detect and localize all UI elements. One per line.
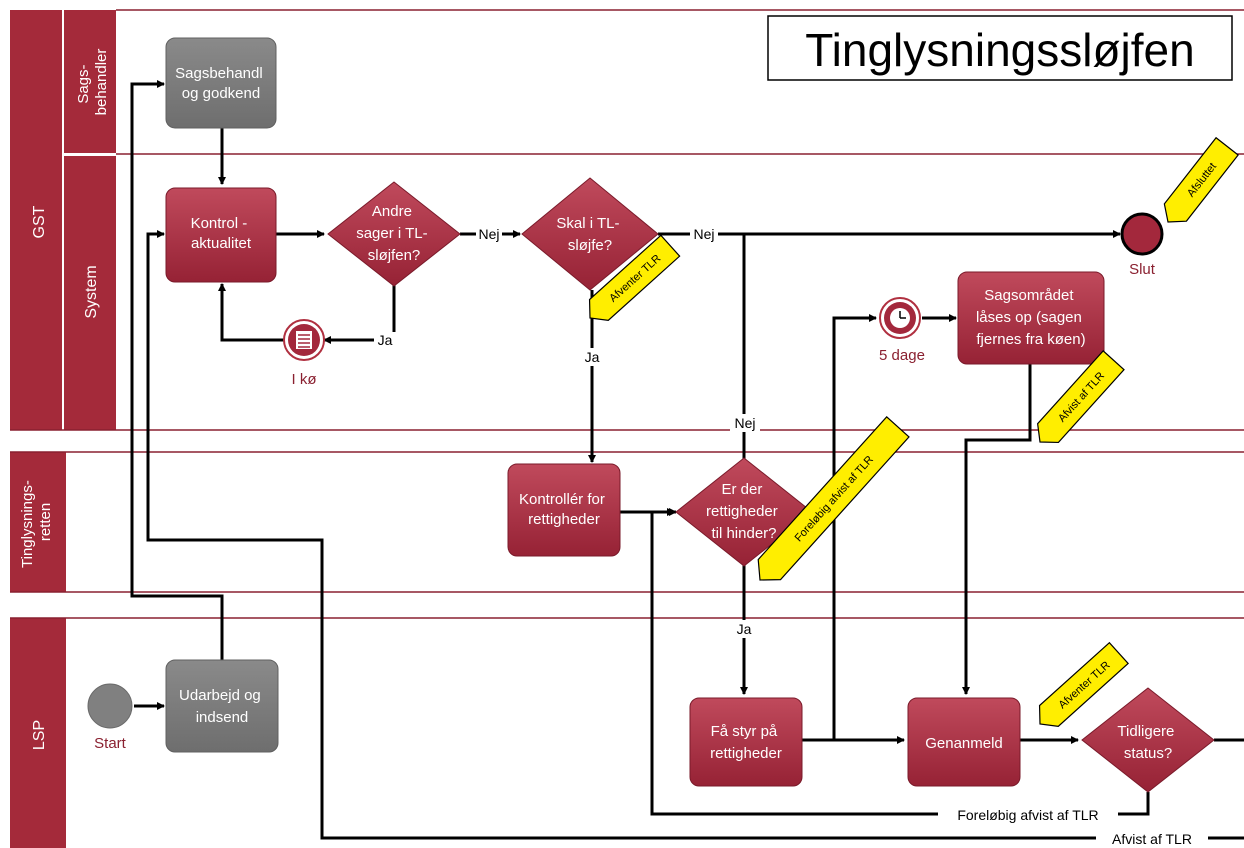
node-sagsbehandl-line2: og godkend	[182, 85, 260, 102]
node-genanmeld: Genanmeld	[907, 697, 1021, 787]
decision-skal-line1: Skal i TL-	[556, 215, 619, 232]
node-udarbejd: Udarbejd og indsend	[165, 659, 279, 753]
svg-text:Kontrol - aktualitet: Kontrol - aktualitet	[191, 215, 252, 252]
edge-label-nej-skal: Nej	[693, 226, 714, 242]
edge-label-nej-andre: Nej	[478, 226, 499, 242]
lane-header-gst	[10, 10, 62, 430]
swimlanes: GST Sags- behandler System Tinglysnings-…	[10, 9, 1244, 848]
node-faa-styr: Få styr på rettigheder	[689, 697, 803, 787]
flag-afvist: Afvist af TLR	[1036, 350, 1125, 444]
decision-er-der-line3: til hinder?	[711, 525, 776, 542]
node-kontroller-line1: Kontrollér for	[519, 491, 605, 508]
node-faa-styr-line2: rettigheder	[710, 745, 782, 762]
decision-er-der-line2: rettigheder	[706, 503, 778, 520]
event-slut-label: Slut	[1129, 261, 1156, 278]
decision-tidligere-line1: Tidligere	[1117, 723, 1174, 740]
edge-label-ja-er-der: Ja	[737, 621, 752, 637]
diagram-title: Tinglysningssløjfen	[805, 24, 1194, 76]
svg-text:Tidligere status?: Tidligere status?	[1117, 723, 1178, 762]
decision-andre-line1: Andre	[372, 203, 412, 220]
svg-text:Udarbejd og indsend: Udarbejd og indsend	[179, 687, 265, 726]
lane-label-gst: GST	[31, 205, 48, 238]
node-kontrol-aktualitet: Kontrol - aktualitet	[165, 187, 277, 283]
node-sagsbehandl-line1: Sagsbehandl	[175, 65, 263, 82]
decision-skal-line2: sløjfe?	[568, 237, 612, 254]
lane-label-sagsbehandler-line2: behandler	[93, 49, 110, 116]
node-kontroller: Kontrollér for rettigheder	[507, 463, 621, 557]
decision-tidligere-line2: status?	[1124, 745, 1172, 762]
lane-label-sagsbehandler: Sags- behandler	[75, 49, 110, 116]
decision-tidligere: Tidligere status?	[1081, 687, 1215, 793]
flag-afventer-2: Afventer TLR	[1038, 641, 1129, 728]
node-udarbejd-line1: Udarbejd og	[179, 687, 261, 704]
svg-text:Andre sager i TL-: Andre sager i TL- sløjfen?	[356, 203, 432, 264]
event-start-label: Start	[94, 735, 127, 752]
event-5-dage: 5 dage	[879, 297, 925, 364]
decision-andre-sager: Andre sager i TL- sløjfen?	[327, 181, 461, 287]
svg-text:Skal i TL- sløjfe?: Skal i TL- sløjfe?	[556, 215, 623, 254]
connectors	[130, 80, 1244, 840]
event-i-koe: I kø	[283, 319, 325, 388]
decision-andre-line2: sager i TL-	[356, 225, 427, 242]
event-slut: Slut	[1120, 212, 1164, 278]
node-sagsomraadet-line3: fjernes fra køen)	[976, 331, 1085, 348]
decision-andre-line3: sløjfen?	[368, 247, 421, 264]
lane-label-tinglysningsretten-line2: retten	[37, 503, 54, 541]
node-kontroller-line2: rettigheder	[528, 511, 600, 528]
node-kontrol-line1: Kontrol -	[191, 215, 248, 232]
lane-label-tinglysningsretten: Tinglysnings- retten	[19, 476, 54, 568]
lane-label-tinglysningsretten-line1: Tinglysnings-	[19, 480, 36, 568]
edge-label-ja-skal: Ja	[585, 349, 600, 365]
event-i-koe-label: I kø	[292, 371, 317, 388]
lane-label-sagsbehandler-line1: Sags-	[75, 64, 92, 103]
event-5-dage-label: 5 dage	[879, 347, 925, 364]
svg-text:Kontrollér for rettighed: Kontrollér for rettigheder	[519, 491, 609, 528]
node-faa-styr-line1: Få styr på	[711, 723, 778, 740]
lane-label-lsp: LSP	[31, 720, 48, 750]
title-box	[767, 15, 1233, 81]
edge-labels: Nej Nej Ja Ja Nej Ja Foreløbig afvist af…	[374, 226, 1208, 848]
lane-header-system	[64, 156, 116, 430]
svg-text:Sagsbehandl og godkend: Sagsbehandl og godkend	[175, 65, 267, 102]
node-udarbejd-line2: indsend	[196, 709, 249, 726]
node-kontrol-line2: aktualitet	[191, 235, 252, 252]
node-sagsbehandl: Sagsbehandl og godkend	[165, 37, 277, 129]
lane-label-system: System	[83, 265, 100, 318]
edge-label-ja-koe: Ja	[378, 332, 393, 348]
node-genanmeld-label: Genanmeld	[925, 735, 1003, 752]
flag-afsluttet: Afsluttet	[1163, 136, 1239, 223]
event-start: Start	[87, 683, 133, 752]
decision-skal-tl: Skal i TL- sløjfe?	[521, 177, 659, 291]
edge-label-afvist: Afvist af TLR	[1112, 831, 1192, 847]
edge-label-nej-er-der: Nej	[734, 415, 755, 431]
decision-er-der-line1: Er der	[721, 481, 762, 498]
list-icon	[296, 331, 312, 349]
clock-icon	[890, 308, 910, 328]
node-sagsomraadet-line2: låses op (sagen	[976, 309, 1082, 326]
edge-label-foreloebig: Foreløbig afvist af TLR	[957, 807, 1098, 823]
lane-header-lsp	[10, 618, 66, 848]
svg-text:Sagsområdet låses op (sa: Sagsområdet låses op (sagen fjernes fra …	[976, 287, 1086, 348]
svg-text:Er der rettigheder: Er der rettigheder til hinder?	[706, 481, 782, 542]
lane-header-tinglysningsretten	[10, 452, 66, 592]
node-sagsomraadet: Sagsområdet låses op (sagen fjernes fra …	[957, 271, 1105, 365]
node-sagsomraadet-line1: Sagsområdet	[984, 287, 1074, 304]
svg-text:Få styr på rettigheder: Få styr på rettigheder	[710, 723, 782, 762]
lane-header-sagsbehandler	[64, 10, 116, 153]
